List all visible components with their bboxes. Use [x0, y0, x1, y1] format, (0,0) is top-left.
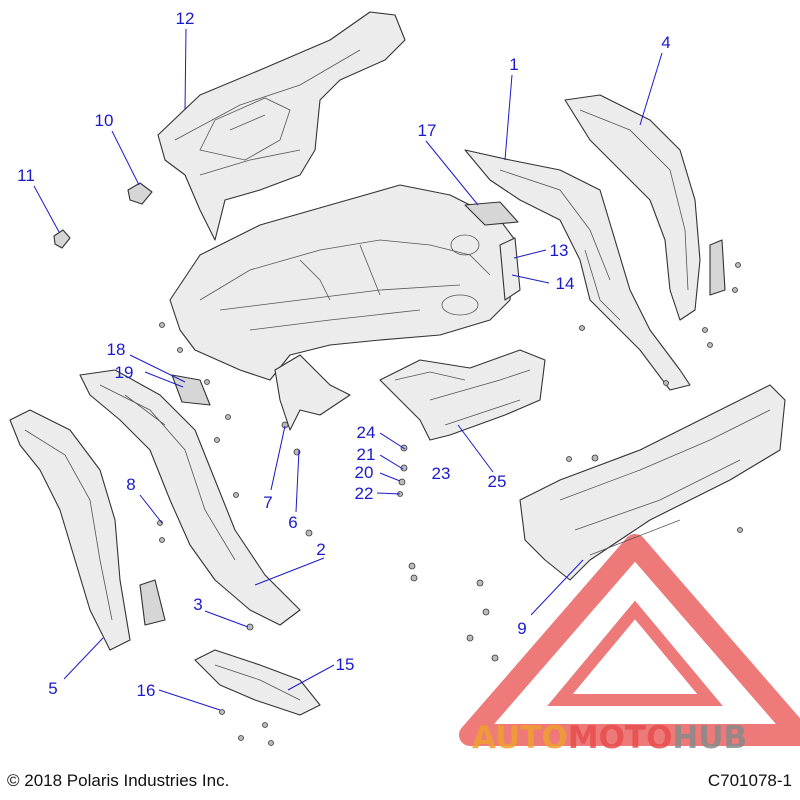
- part-5-fender: [9, 409, 166, 651]
- part-12-dash: [157, 11, 406, 241]
- callout-4: 4: [661, 33, 670, 52]
- callouts: 1 2 3 4 5 6 7 8 9 10 11 12 13 14 15 16 1…: [17, 9, 671, 700]
- part-17-panel: [464, 201, 519, 226]
- callout-11: 11: [17, 166, 35, 185]
- fasteners: [157, 262, 743, 746]
- callout-14: 14: [556, 274, 575, 293]
- callout-25: 25: [488, 472, 507, 491]
- callout-1: 1: [509, 55, 518, 74]
- part-13-14-inner-panel: [499, 237, 521, 301]
- callout-13: 13: [550, 241, 569, 260]
- diagram-code: C701078-1: [708, 771, 792, 790]
- part-4-fender: [564, 94, 726, 321]
- callout-21: 21: [357, 445, 376, 464]
- callout-2: 2: [316, 540, 325, 559]
- callout-20: 20: [355, 463, 374, 482]
- part-25-tray: [379, 349, 546, 441]
- callout-22: 22: [355, 484, 374, 503]
- watermark-word-moto: MOTO: [568, 720, 673, 756]
- part-10-bracket: [127, 182, 153, 205]
- leader-lines: [33, 28, 663, 711]
- part-18-plate: [171, 374, 211, 406]
- callout-16: 16: [137, 681, 156, 700]
- callout-17: 17: [418, 121, 437, 140]
- part-9-rear-panel: [519, 384, 786, 581]
- callout-12: 12: [176, 9, 195, 28]
- copyright-text: © 2018 Polaris Industries Inc.: [7, 771, 229, 790]
- callout-9: 9: [517, 619, 526, 638]
- callout-18: 18: [107, 340, 126, 359]
- callout-10: 10: [95, 111, 114, 130]
- callout-3: 3: [193, 595, 202, 614]
- callout-15: 15: [336, 655, 355, 674]
- callout-7: 7: [263, 493, 272, 512]
- part-1-side-panel: [464, 149, 691, 391]
- cab-floor-tub: [169, 184, 516, 381]
- svg-text:AUTOMOTOHUB: AUTOMOTOHUB: [472, 720, 747, 756]
- watermark-logo: [459, 534, 800, 746]
- callout-5: 5: [48, 679, 57, 698]
- callout-6: 6: [288, 513, 297, 532]
- callout-19: 19: [115, 363, 134, 382]
- callout-23: 23: [432, 464, 451, 483]
- watermark-word-hub: HUB: [672, 720, 747, 756]
- center-tunnel: [274, 354, 351, 431]
- watermark-word-auto: AUTO: [472, 720, 568, 756]
- part-15-guard: [194, 649, 321, 716]
- callout-8: 8: [126, 475, 135, 494]
- part-11-bracket: [53, 229, 71, 249]
- part-2-rail: [79, 369, 301, 626]
- watermark-text: AUTOMOTOHUB: [472, 720, 747, 756]
- callout-24: 24: [357, 423, 376, 442]
